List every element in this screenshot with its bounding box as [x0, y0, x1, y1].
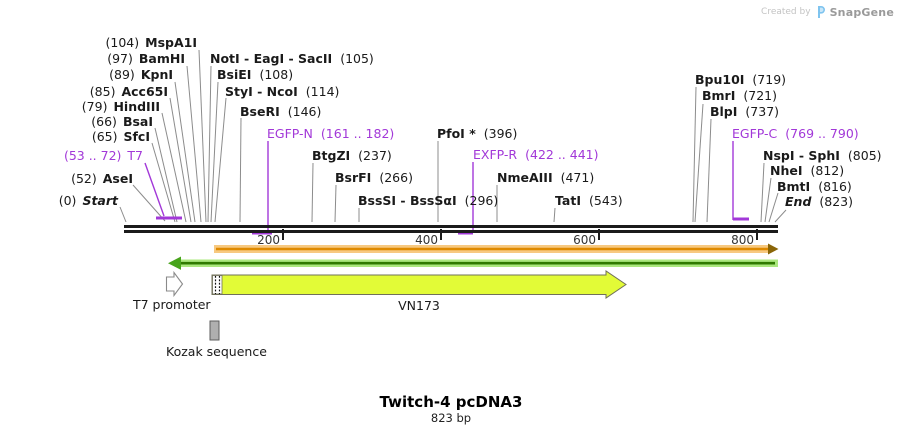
feature-label-egfp-n[interactable]: EGFP-N(161 .. 182) — [267, 126, 395, 141]
feature-label-exfp-r[interactable]: EXFP-R(422 .. 441) — [473, 147, 599, 162]
ruler-label-800: 800 — [731, 233, 754, 247]
snapgene-logo-icon — [817, 6, 825, 18]
site-label-bpu10i[interactable]: Bpu10I(719) — [695, 72, 787, 87]
site-leader-lines — [119, 49, 787, 223]
site-label-hindiii[interactable]: (79)HindIII — [81, 99, 160, 114]
site-label-tati[interactable]: TatI(543) — [555, 193, 623, 208]
site-label-t7[interactable]: (53 .. 72)T7 — [63, 148, 143, 163]
orange-feature-arrow[interactable] — [214, 243, 779, 255]
site-label-noti-eagi-sacii[interactable]: NotI - EagI - SacII(105) — [210, 51, 374, 66]
feature-range-markers — [144, 141, 749, 235]
site-label-start[interactable]: (0)Start — [58, 193, 118, 208]
t7-promoter-arrow-icon[interactable] — [165, 270, 184, 298]
site-label-mspa1i[interactable]: (104)MspA1I — [105, 35, 197, 50]
feature-label-egfp-c[interactable]: EGFP-C(769 .. 790) — [732, 126, 859, 141]
created-by-text: Created by — [761, 7, 811, 17]
site-label-bamhi[interactable]: (97)BamHI — [107, 51, 185, 66]
site-label-nmeaiii[interactable]: NmeAIII(471) — [497, 170, 595, 185]
site-label-bseri[interactable]: BseRI(146) — [240, 104, 322, 119]
kozak-sequence-box[interactable] — [209, 320, 220, 341]
plasmid-title: Twitch-4 pcDNA3 — [379, 393, 523, 411]
site-label-nspi-sphi[interactable]: NspI - SphI(805) — [763, 148, 882, 163]
plasmid-backbone — [124, 225, 778, 233]
site-label-kpni[interactable]: (89)KpnI — [109, 67, 173, 82]
plasmid-length: 823 bp — [430, 411, 472, 425]
site-label-bmri[interactable]: BmrI(721) — [702, 88, 777, 103]
vn173-cds-arrow[interactable] — [211, 270, 627, 299]
ruler-label-200: 200 — [257, 233, 280, 247]
site-label-sfci[interactable]: (65)SfcI — [91, 129, 150, 144]
green-feature-arrow[interactable] — [168, 256, 778, 270]
site-label-bsai[interactable]: (66)BsaI — [91, 114, 153, 129]
site-label-bsrfi[interactable]: BsrFI(266) — [335, 170, 413, 185]
vn173-label[interactable]: VN173 — [398, 298, 440, 313]
kozak-sequence-label[interactable]: Kozak sequence — [166, 344, 267, 359]
ruler-label-600: 600 — [573, 233, 596, 247]
ruler-label-400: 400 — [415, 233, 438, 247]
snapgene-brand-text: SnapGene — [829, 5, 894, 19]
t7-promoter-label[interactable]: T7 promoter — [133, 297, 211, 312]
ruler-ticks — [282, 229, 758, 240]
site-label-styi-ncoi[interactable]: StyI - NcoI(114) — [225, 84, 340, 99]
site-label-acc65i[interactable]: (85)Acc65I — [89, 84, 168, 99]
site-label-bsiei[interactable]: BsiEI(108) — [217, 67, 294, 82]
site-label-pfoi[interactable]: PfoI *(396) — [437, 126, 518, 141]
site-label-end[interactable]: End(823) — [785, 194, 854, 209]
site-label-nhei[interactable]: NheI(812) — [770, 163, 845, 178]
site-label-btgzi[interactable]: BtgZI(237) — [312, 148, 392, 163]
site-label-asei[interactable]: (52)AseI — [71, 171, 133, 186]
snapgene-credit: Created by SnapGene — [761, 5, 894, 19]
site-label-blpi[interactable]: BlpI(737) — [710, 104, 780, 119]
site-label-bsssi[interactable]: BssSI - BssSαI(296) — [358, 193, 499, 208]
site-label-bmti[interactable]: BmtI(816) — [777, 179, 852, 194]
